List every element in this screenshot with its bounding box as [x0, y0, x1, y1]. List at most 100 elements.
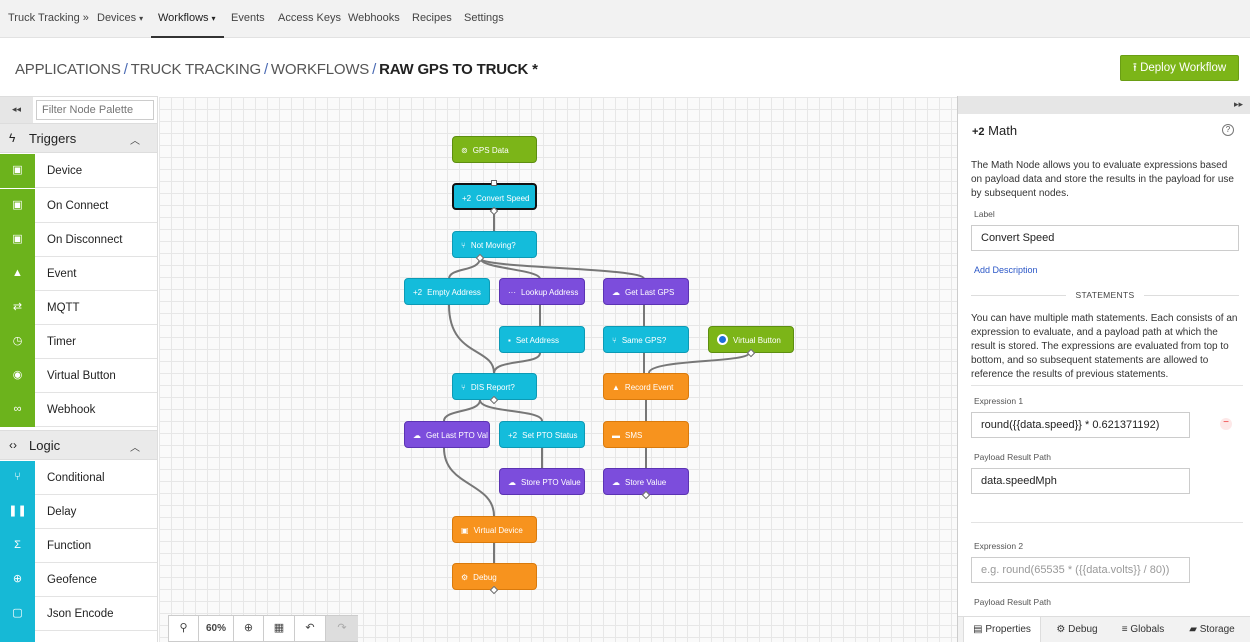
zoom-in-icon[interactable]: ⊕: [234, 616, 264, 641]
palette-item-delay[interactable]: ❚❚Delay: [0, 495, 157, 529]
palette-item-label: Delay: [47, 506, 77, 518]
breadcrumb-truck-tracking[interactable]: TRUCK TRACKING: [130, 61, 261, 78]
palette-item-device[interactable]: ▣Device: [0, 154, 157, 188]
wire: [448, 304, 495, 374]
nav-events[interactable]: Events: [231, 12, 265, 24]
node-label: Store PTO Value: [521, 478, 581, 487]
node-input-port[interactable]: [491, 180, 497, 186]
node-description: The Math Node allows you to evaluate exp…: [971, 160, 1234, 199]
node-icon: ▣: [461, 526, 469, 535]
workflow-node[interactable]: ▲ Record Event: [603, 373, 689, 400]
palette-item-mqtt[interactable]: ⇄MQTT: [0, 291, 157, 325]
node-label: Debug: [473, 573, 497, 582]
palette-item-webhook[interactable]: ∞Webhook: [0, 393, 157, 427]
nav-workflows[interactable]: Workflows▾: [158, 12, 216, 24]
palette-item-label: Conditional: [47, 472, 105, 484]
bolt-icon: ϟ: [9, 131, 16, 145]
nav-settings[interactable]: Settings: [464, 12, 504, 24]
expression-2-field[interactable]: e.g. round(65535 * ({{data.volts}} / 80)…: [971, 557, 1190, 583]
breadcrumb-workflows[interactable]: WORKFLOWS: [270, 61, 370, 78]
target-icon: ⊕: [0, 563, 35, 597]
collapse-palette-button[interactable]: ◂◂: [0, 97, 33, 123]
remove-statement-icon[interactable]: −: [1220, 418, 1232, 430]
payload-path-1-field[interactable]: data.speedMph: [971, 468, 1190, 494]
workflow-node[interactable]: Virtual Button: [708, 326, 794, 353]
filter-node-palette-input[interactable]: [36, 100, 154, 120]
palette-item-on-disconnect[interactable]: ▣On Disconnect: [0, 223, 157, 257]
nav-devices[interactable]: Devices▾: [97, 12, 144, 24]
workflow-node[interactable]: ⑂Same GPS?: [603, 326, 689, 353]
palette-item-event[interactable]: ▲Event: [0, 257, 157, 291]
workflow-node[interactable]: ▬SMS: [603, 421, 689, 448]
tab-debug[interactable]: ⚙ Debug: [1046, 617, 1108, 642]
breadcrumb-separator: /: [263, 61, 268, 78]
sigma-icon: Σ: [0, 529, 35, 563]
section-title: Logic: [29, 438, 61, 453]
node-icon: ☁: [612, 288, 620, 297]
tab-globals[interactable]: ≡ Globals: [1110, 617, 1176, 642]
workflow-node[interactable]: ⚙Debug: [452, 563, 537, 590]
label-field[interactable]: Convert Speed: [971, 225, 1239, 251]
palette-item-label: On Connect: [47, 200, 109, 212]
palette-item-on-connect[interactable]: ▣On Connect: [0, 189, 157, 223]
node-label: SMS: [625, 431, 643, 440]
wire: [479, 257, 541, 280]
nav-webhooks[interactable]: Webhooks: [348, 12, 400, 24]
nav-access-keys[interactable]: Access Keys: [278, 12, 341, 24]
workflow-node[interactable]: ☁ Store PTO Value: [499, 468, 585, 495]
workflow-node[interactable]: ···Lookup Address: [499, 278, 585, 305]
undo-icon[interactable]: ↶: [295, 616, 326, 641]
help-icon[interactable]: ?: [1222, 124, 1234, 136]
add-description-link[interactable]: Add Description: [974, 265, 1038, 275]
palette-item-label: Timer: [47, 336, 76, 348]
wire: [648, 352, 750, 374]
node-icon: ▲: [612, 383, 620, 392]
section-triggers[interactable]: ϟ Triggers ︿: [0, 123, 157, 153]
palette-item-label: Json Encode: [47, 608, 114, 620]
tab-properties[interactable]: ▤ Properties: [963, 617, 1041, 642]
properties-panel: ▸▸ +2 Math ? The Math Node allows you to…: [957, 96, 1250, 642]
page-title: RAW GPS TO TRUCK *: [379, 61, 538, 78]
deploy-workflow-button[interactable]: ⭱ Deploy Workflow: [1120, 55, 1239, 81]
palette-item-next[interactable]: [0, 631, 157, 642]
palette-item-timer[interactable]: ◷ Timer: [0, 325, 157, 359]
expression-1-field[interactable]: round({{data.speed}} * 0.621371192): [971, 412, 1190, 438]
nav-app-switcher[interactable]: Truck Tracking »: [8, 12, 89, 24]
section-title: Triggers: [29, 131, 77, 146]
palette-item-json-encode[interactable]: ▢Json Encode: [0, 597, 157, 631]
node-icon: ☁: [508, 478, 516, 487]
workflow-node[interactable]: ⊚GPS Data: [452, 136, 537, 163]
section-logic[interactable]: ‹› Logic ︿: [0, 430, 157, 460]
workflow-node[interactable]: ▣Virtual Device: [452, 516, 537, 543]
palette-item-virtual-button[interactable]: ◉Virtual Button: [0, 359, 157, 393]
chevron-up-icon[interactable]: ︿: [130, 136, 140, 147]
tab-storage[interactable]: ▰ Storage: [1178, 617, 1246, 642]
nav-recipes[interactable]: Recipes: [412, 12, 452, 24]
palette-item-conditional[interactable]: ⑂ Conditional: [0, 461, 157, 495]
tab-label: Storage: [1199, 624, 1235, 635]
workflow-node[interactable]: ⑂Not Moving?: [452, 231, 537, 258]
breadcrumb: APPLICATIONS/TRUCK TRACKING/WORKFLOWS/RA…: [15, 61, 538, 78]
workflow-node[interactable]: ▪Set Address: [499, 326, 585, 353]
node-label: Record Event: [624, 383, 674, 392]
redo-icon[interactable]: ↷: [326, 616, 358, 641]
stopwatch-icon: ◷: [0, 325, 35, 359]
palette-item-icon: [0, 631, 35, 642]
workflow-node[interactable]: ☁Get Last PTO Val: [404, 421, 490, 448]
expand-panel-icon[interactable]: ▸▸: [1234, 99, 1244, 109]
chevron-up-icon[interactable]: ︿: [130, 443, 140, 454]
palette-item-label: Device: [47, 165, 83, 177]
workflow-node[interactable]: ☁Get Last GPS: [603, 278, 689, 305]
node-label: Lookup Address: [521, 288, 579, 297]
zoom-out-icon[interactable]: ⚲: [169, 616, 199, 641]
palette-item-geofence[interactable]: ⊕Geofence: [0, 563, 157, 597]
branch-icon: ⑂: [0, 461, 35, 495]
breadcrumb-applications[interactable]: APPLICATIONS: [15, 61, 121, 78]
payload-path-1-caption: Payload Result Path: [974, 452, 1052, 462]
grid-icon[interactable]: ▦: [264, 616, 295, 641]
